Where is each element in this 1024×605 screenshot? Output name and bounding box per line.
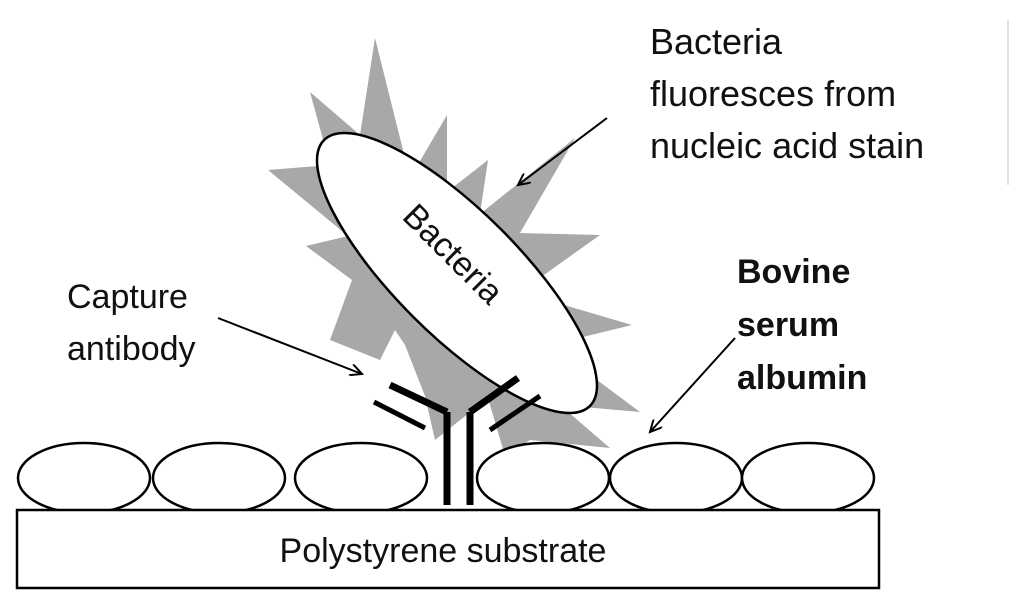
bsa-label-line: albumin: [737, 359, 867, 397]
bsa-molecule: [608, 441, 744, 515]
bsa-molecule: [16, 441, 152, 515]
bacteria-cell: [315, 131, 599, 415]
capture-antibody-label-line: antibody: [67, 330, 196, 368]
fluorescence-label-line: fluoresces from: [650, 73, 896, 114]
bsa-molecule: [151, 441, 287, 515]
bsa-label-line: serum: [737, 306, 839, 344]
bsa-molecule: [293, 441, 429, 515]
bsa-molecule: [475, 441, 611, 515]
substrate-label: Polystyrene substrate: [280, 532, 607, 570]
bsa-label: Bovine serum albumin: [737, 253, 867, 397]
capture-antibody: [372, 375, 542, 505]
polystyrene-substrate: [15, 508, 881, 590]
bsa-arrow: [650, 337, 736, 432]
bsa-label-line: Bovine: [737, 253, 850, 291]
fluorescence-label-line: nucleic acid stain: [650, 125, 924, 166]
capture-antibody-label-line: Capture: [67, 278, 188, 316]
fluorescence-label: Bacteria fluoresces from nucleic acid st…: [650, 21, 924, 166]
fluorescence-label-line: Bacteria: [650, 21, 783, 62]
bsa-molecule: [740, 441, 876, 515]
fluorescence-arrow: [518, 117, 608, 185]
capture-antibody-label: Capture antibody: [67, 278, 197, 368]
antibody-arrow: [217, 317, 362, 374]
